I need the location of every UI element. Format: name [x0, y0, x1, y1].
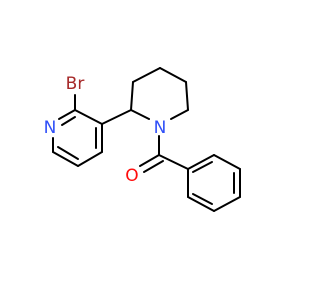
bond-c5-c6 — [52, 151, 79, 167]
bond-n-c2prime — [130, 109, 150, 120]
bond-c3-c2prime — [101, 109, 132, 125]
bond-ph5-ph6-inner — [192, 193, 213, 205]
bond-ph1-ph2-inner — [192, 161, 213, 173]
bond-carbonyl-phenyl — [158, 154, 189, 170]
bond-n1-c2 — [58, 109, 76, 120]
bond-n1-c2-inner — [61, 116, 76, 126]
bond-ph4-ph5 — [213, 196, 241, 212]
bond-c4-c5 — [77, 151, 103, 167]
bond-ph1-ph2 — [187, 154, 215, 170]
pyridine-nitrogen-label: N — [44, 118, 57, 138]
atom-labels: Br N N O — [44, 74, 167, 186]
bond-c4prime-c5prime — [159, 67, 187, 83]
bond-c5prime-c6prime — [185, 81, 189, 111]
piperidine-nitrogen-label: N — [154, 118, 167, 138]
bond-lines — [52, 67, 241, 212]
bond-c5-c6-inner — [57, 146, 79, 160]
bond-carbonyl-oxygen-second — [143, 160, 164, 173]
oxygen-label: O — [125, 166, 138, 186]
molecule-structure: Br N N O — [44, 67, 241, 212]
bond-ph5-ph6 — [187, 196, 215, 212]
bond-c2prime-c3prime — [130, 81, 134, 111]
bond-c2-c3 — [74, 109, 103, 125]
bromine-label: Br — [66, 74, 85, 94]
bond-carbonyl-oxygen — [139, 154, 160, 167]
bond-c3prime-c4prime — [132, 67, 161, 83]
bond-ph2-ph3 — [213, 154, 241, 170]
bond-c6prime-n — [170, 109, 189, 120]
